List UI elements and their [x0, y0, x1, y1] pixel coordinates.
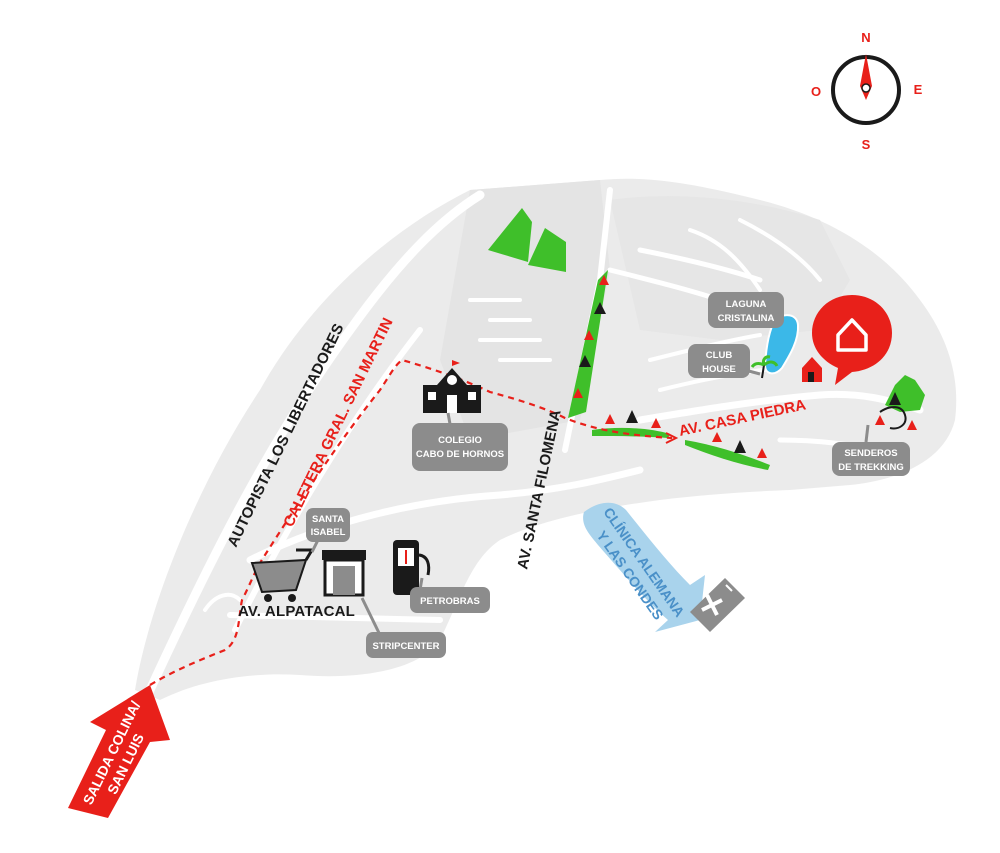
hospital-icon [690, 578, 745, 632]
school-icon [423, 360, 481, 413]
cart-icon [250, 548, 315, 602]
tree-icon [907, 420, 917, 430]
trees [573, 275, 917, 458]
tree-icon [626, 410, 638, 423]
compass-icon: N S E O [811, 30, 923, 152]
callout-stripcenter[interactable]: STRIPCENTER [360, 597, 446, 658]
tree-icon [584, 330, 594, 340]
store-icon [322, 550, 366, 597]
tree-icon [757, 448, 767, 458]
compass-west: O [811, 84, 821, 99]
laguna-cristalina-water [763, 314, 800, 375]
callout-senderos[interactable]: SENDEROS DE TREKKING [832, 424, 910, 476]
tree-icon [889, 392, 901, 405]
senderos-line2: DE TREKKING [838, 462, 903, 473]
park-block-1 [488, 208, 532, 262]
stripcenter-label: STRIPCENTER [372, 641, 439, 652]
callout-santa-isabel[interactable]: SANTA ISABEL [306, 508, 350, 553]
route-arrowhead [665, 432, 679, 444]
laguna-line2: CRISTALINA [718, 313, 775, 324]
tree-icon [651, 418, 661, 428]
santa-isabel-line2: ISABEL [311, 527, 346, 538]
tree-icon [734, 440, 746, 453]
tree-icon [875, 415, 885, 425]
senderos-line1: SENDEROS [844, 448, 897, 459]
trek-arrow [879, 406, 907, 430]
tree-icon [594, 302, 606, 314]
tree-icon [573, 388, 583, 398]
tree-icon [599, 275, 609, 285]
callout-laguna[interactable]: LAGUNA CRISTALINA [708, 292, 784, 328]
clinic-arrow[interactable]: CLÍNICA ALEMANA Y LAS CONDES [583, 502, 705, 632]
park-block-2 [528, 228, 566, 272]
exit-arrow[interactable]: SALIDA COLINA/ SAN LUIS [68, 685, 170, 818]
colegio-line2: CABO DE HORNOS [416, 449, 504, 460]
tree-icon [605, 414, 615, 424]
route-path [149, 358, 673, 686]
tree-icon [712, 432, 722, 442]
club-house-line2: HOUSE [702, 364, 736, 375]
compass-south: S [862, 137, 871, 152]
tree-icon [579, 355, 591, 367]
label-alpatacal: AV. ALPATACAL [238, 603, 355, 620]
petrobras-label: PETROBRAS [420, 596, 480, 607]
compass-north: N [861, 30, 870, 45]
compass-east: E [914, 82, 923, 97]
laguna-line1: LAGUNA [726, 299, 767, 310]
club-house-line1: CLUB [706, 350, 733, 361]
park-strip-3 [685, 440, 770, 470]
fuel-pump-icon [393, 540, 431, 595]
colegio-line1: COLEGIO [438, 435, 482, 446]
callout-club-house[interactable]: CLUB HOUSE [688, 344, 761, 378]
santa-isabel-line1: SANTA [312, 514, 344, 525]
callout-petrobras[interactable]: PETROBRAS [410, 577, 490, 613]
house-icon [802, 357, 822, 382]
home-pin-icon[interactable] [812, 295, 892, 385]
callout-colegio[interactable]: COLEGIO CABO DE HORNOS [412, 412, 508, 471]
palm-icon [750, 355, 779, 379]
